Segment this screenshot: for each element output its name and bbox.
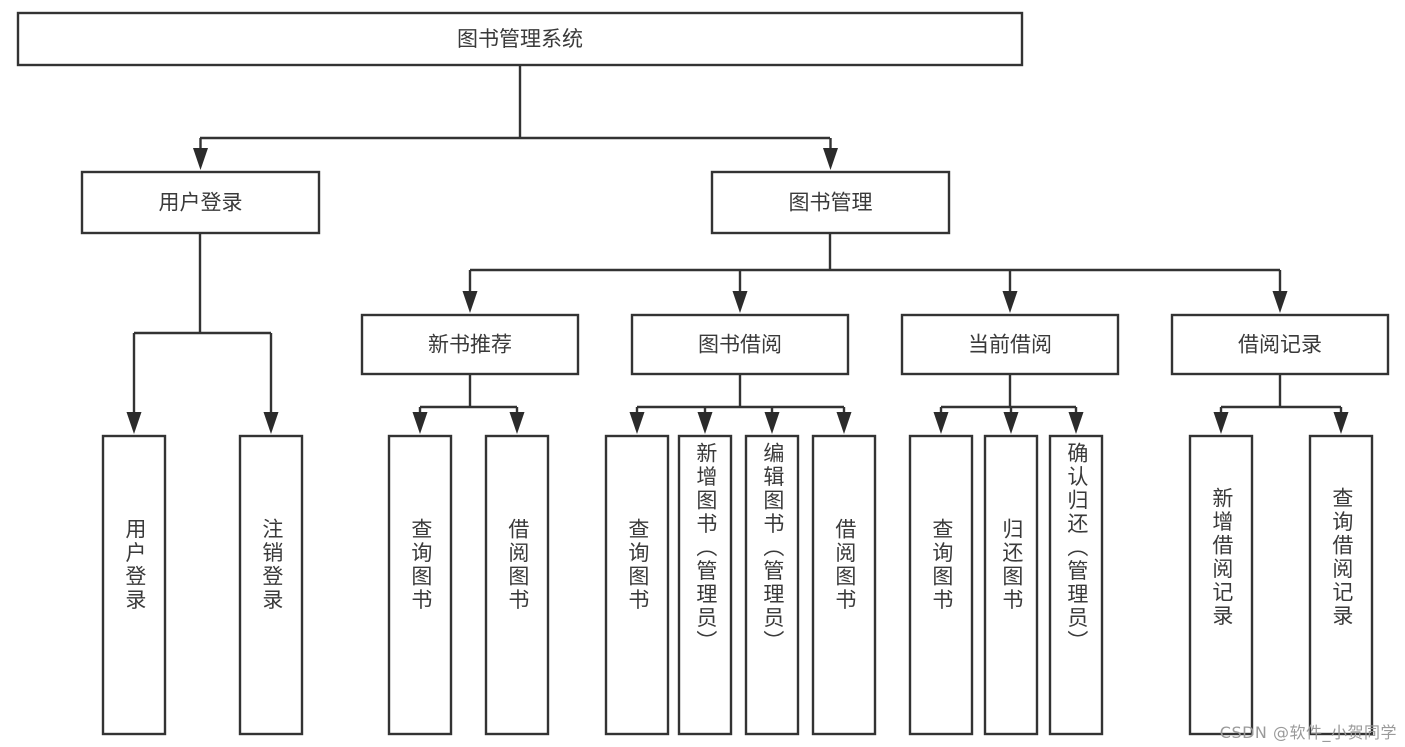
arrow-to-leaf-add-book	[697, 412, 713, 434]
arrow-to-leaf-logout	[263, 412, 279, 434]
node-leaf-query-book-borrow-box[interactable]	[604, 434, 670, 736]
arrow-to-new-book-recommend	[462, 291, 478, 313]
node-new-book-recommend-label: 新书推荐	[428, 333, 512, 357]
node-leaf-query-record-box[interactable]	[1308, 434, 1374, 736]
arrow-to-leaf-confirm-return	[1068, 412, 1084, 434]
arrow-to-leaf-borrow-book-rec	[509, 412, 525, 434]
arrow-to-leaf-return-book	[1003, 412, 1019, 434]
node-leaf-user-login-box[interactable]	[101, 434, 167, 736]
arrow-to-borrow-record	[1272, 291, 1288, 313]
node-user-login-box[interactable]	[80, 170, 321, 235]
arrow-to-book-manage	[823, 148, 838, 170]
watermark-text: CSDN @软件_小贺同学	[1219, 723, 1397, 742]
node-borrow-record-label: 借阅记录	[1238, 333, 1322, 357]
node-leaf-logout-box[interactable]	[238, 434, 304, 736]
node-leaf-edit-book-box[interactable]	[744, 434, 800, 736]
arrow-to-current-borrow	[1002, 291, 1018, 313]
node-new-book-recommend-box[interactable]	[360, 313, 580, 376]
arrow-to-leaf-query-record	[1333, 412, 1349, 434]
node-leaf-borrow-book-box[interactable]	[811, 434, 877, 736]
node-leaf-borrow-book-rec-box[interactable]	[484, 434, 550, 736]
node-borrow-record-box[interactable]	[1170, 313, 1390, 376]
node-book-manage-box[interactable]	[710, 170, 951, 235]
node-book-borrow-label: 图书借阅	[698, 333, 782, 357]
arrow-to-leaf-query-book-borrow	[629, 412, 645, 434]
node-book-manage-label: 图书管理	[789, 191, 873, 215]
node-root-label: 图书管理系统	[457, 27, 583, 51]
arrow-to-user-login	[193, 148, 208, 170]
node-current-borrow-label: 当前借阅	[968, 333, 1052, 357]
node-leaf-query-book-rec-box[interactable]	[387, 434, 453, 736]
arrow-to-leaf-user-login	[126, 412, 142, 434]
arrow-to-leaf-borrow-book	[836, 412, 852, 434]
connector-layer	[126, 65, 1349, 434]
node-user-login-label: 用户登录	[159, 191, 243, 215]
node-box-layer	[16, 11, 1390, 736]
node-leaf-add-record-box[interactable]	[1188, 434, 1254, 736]
node-book-borrow-box[interactable]	[630, 313, 850, 376]
node-leaf-confirm-return-box[interactable]	[1048, 434, 1104, 736]
arrow-to-leaf-edit-book	[764, 412, 780, 434]
node-current-borrow-box[interactable]	[900, 313, 1120, 376]
node-leaf-return-book-box[interactable]	[983, 434, 1039, 736]
node-leaf-add-book-box[interactable]	[677, 434, 733, 736]
arrow-to-leaf-add-record	[1213, 412, 1229, 434]
arrow-to-book-borrow	[732, 291, 748, 313]
arrow-to-leaf-query-book-rec	[412, 412, 428, 434]
node-root-box[interactable]	[16, 11, 1024, 67]
arrow-to-leaf-query-book-cur	[933, 412, 949, 434]
node-leaf-query-book-cur-box[interactable]	[908, 434, 974, 736]
